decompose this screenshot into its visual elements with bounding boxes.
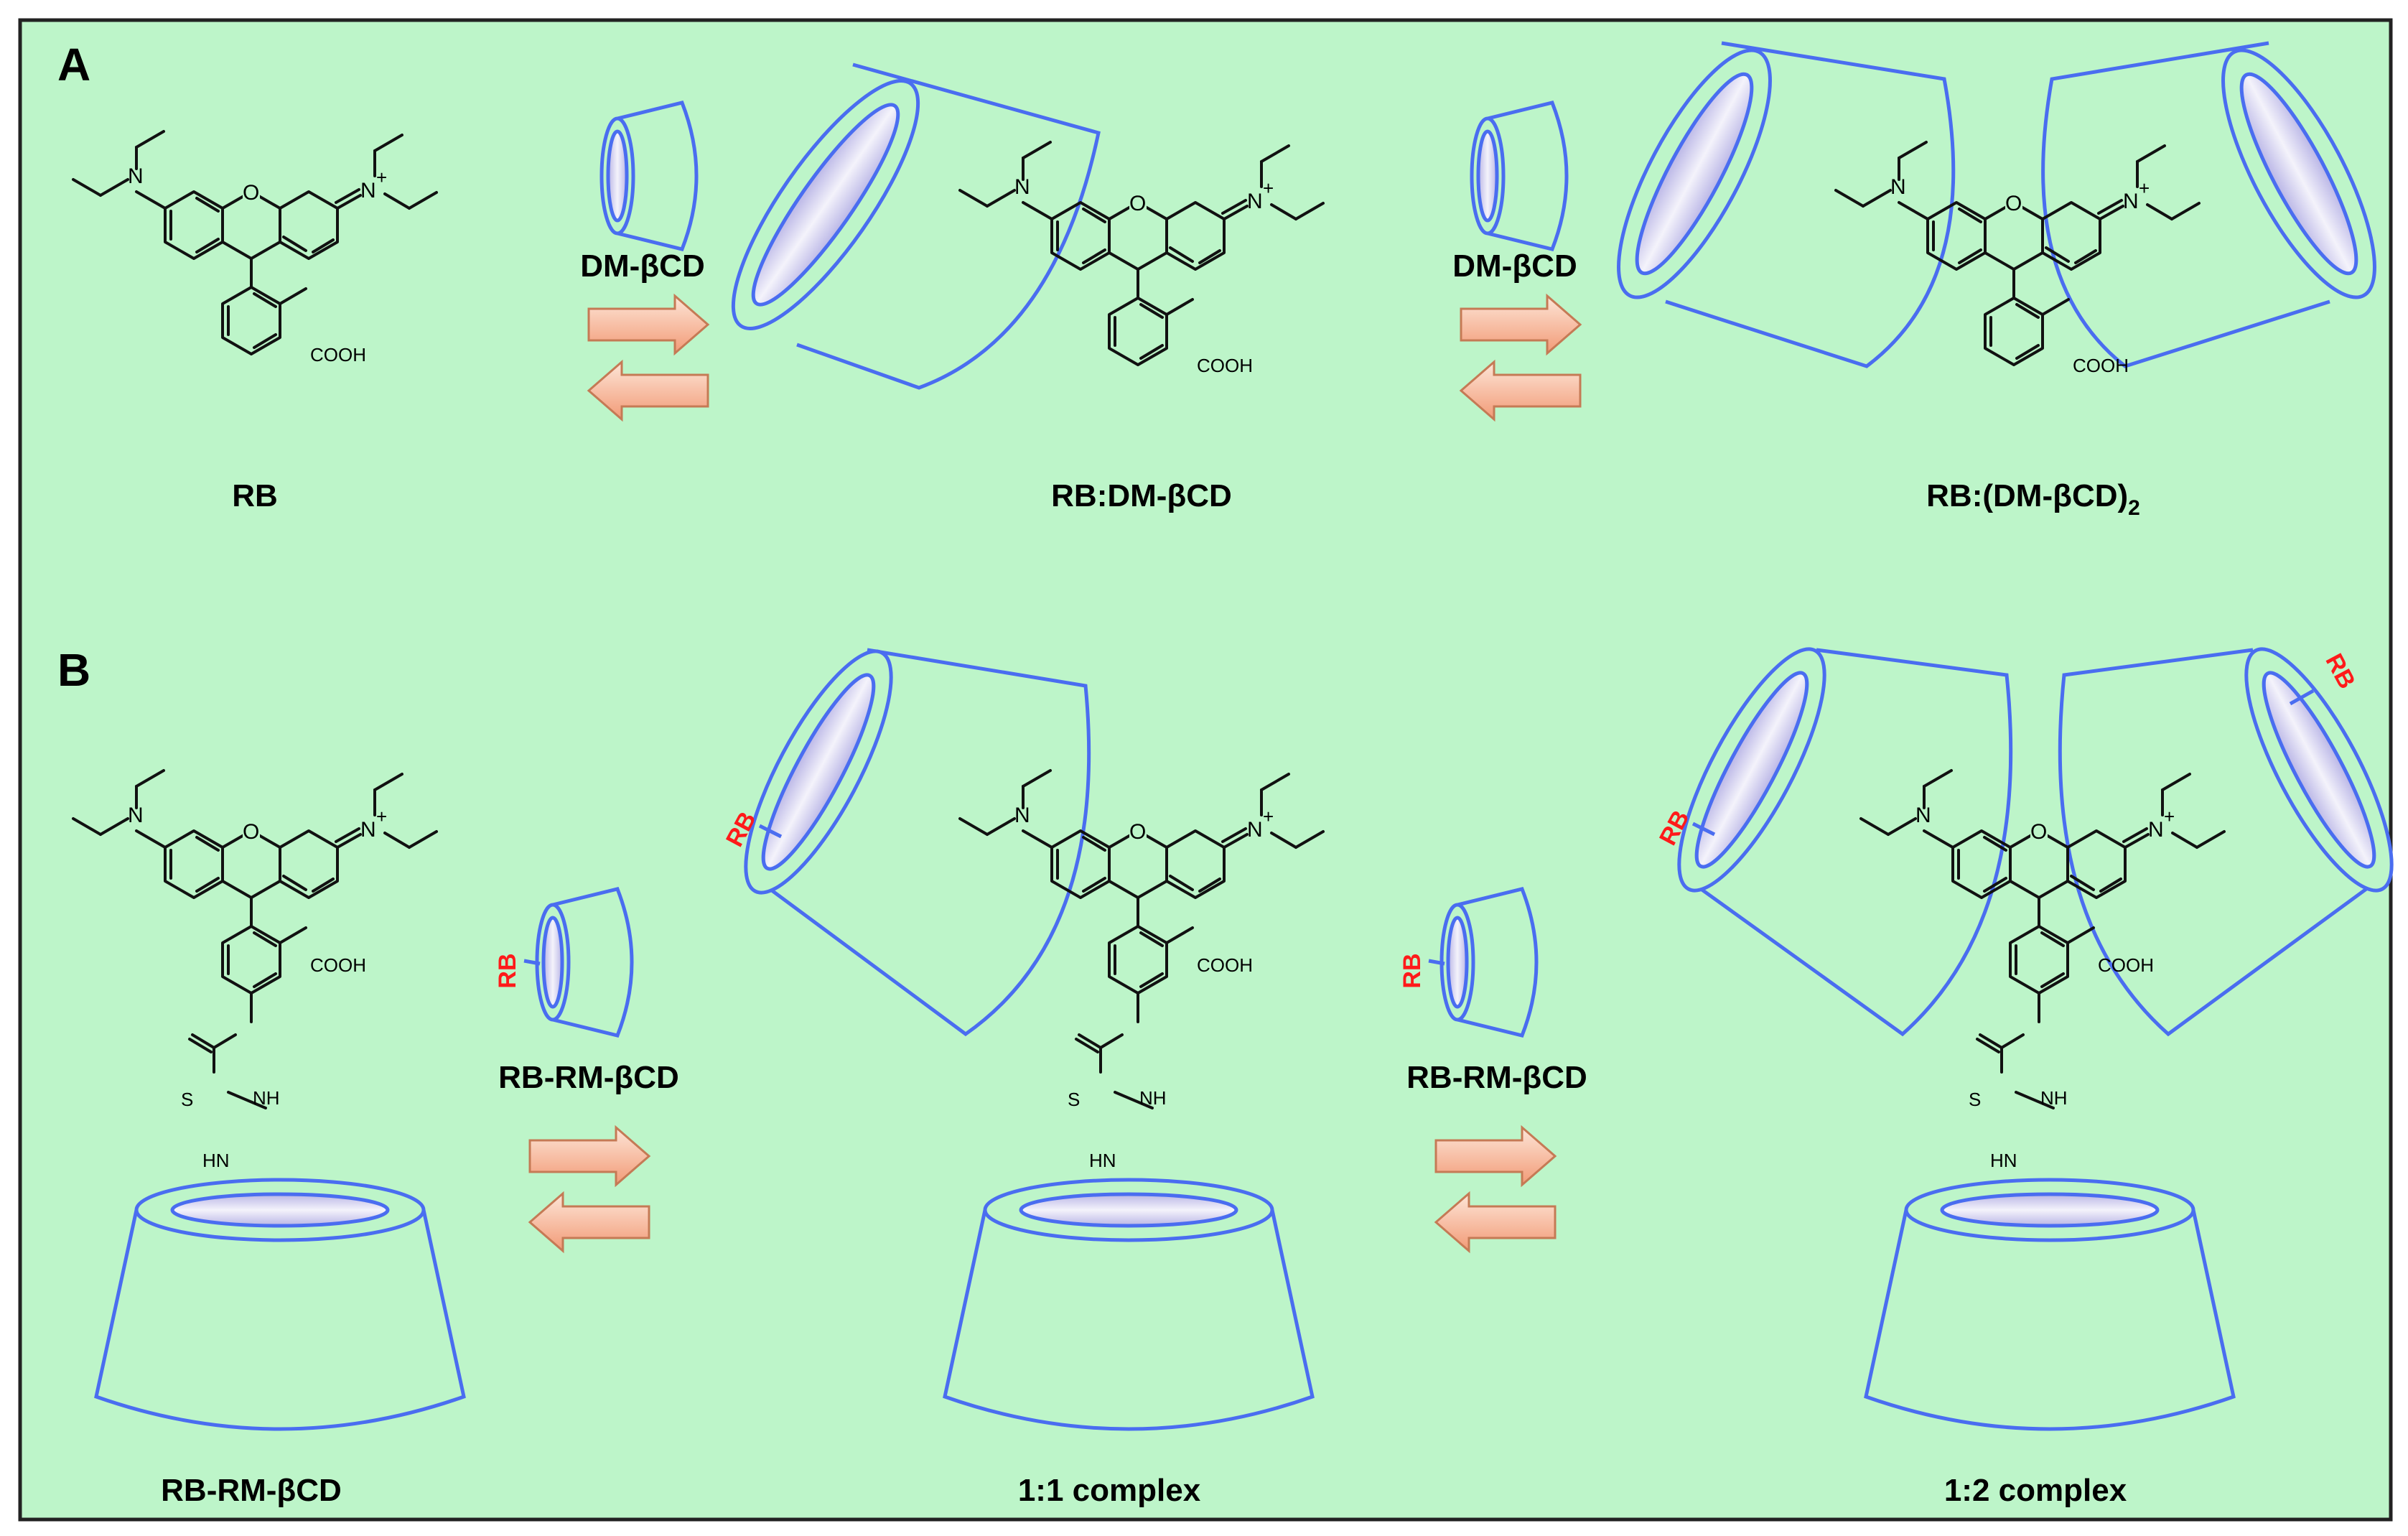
caption-reagent-b2: RB-RM-βCD <box>1406 1060 1587 1095</box>
b1-amine-n: N <box>1014 804 1030 827</box>
b0-s: S <box>181 1089 193 1110</box>
b2-iminium-n: N <box>2148 818 2164 842</box>
cd-cup-complex-b2-left <box>1677 647 2013 1037</box>
b2-hn: HN <box>1990 1150 2017 1171</box>
b1-s: S <box>1068 1089 1080 1110</box>
b2-amine-n: N <box>1915 804 1931 827</box>
caption-rb: RB <box>232 478 278 513</box>
cd-cup-complex-a2-right <box>2041 41 2376 368</box>
b1-nh: NH <box>1139 1087 1167 1109</box>
a1-ring-o: O <box>1129 192 1146 215</box>
b2-nh: NH <box>2040 1087 2068 1109</box>
b1-hn: HN <box>1089 1150 1116 1171</box>
a1-iminium-n: N <box>1247 190 1263 213</box>
rb-amine-n: N <box>128 164 144 188</box>
rb-tag-line-1 <box>523 959 541 966</box>
cd-cup-complex-a1 <box>731 62 1101 390</box>
caption-complex-a1: RB:DM-βCD <box>1051 478 1232 513</box>
rb-tag-reagent-1: RB <box>494 953 521 988</box>
caption-conjugate: RB-RM-βCD <box>161 1473 342 1508</box>
b0-plus: + <box>376 806 387 827</box>
b0-nh: NH <box>253 1087 280 1109</box>
a2-plus: + <box>2139 177 2150 199</box>
a2-iminium-n: N <box>2123 190 2139 213</box>
caption-reagent-a2: DM-βCD <box>1452 248 1577 284</box>
b1-iminium-n: N <box>1247 818 1263 842</box>
b0-cooh: COOH <box>310 954 366 976</box>
a2-cooh: COOH <box>2073 355 2129 376</box>
b0-amine-n: N <box>128 804 144 827</box>
caption-complex-b2: 1:2 complex <box>1944 1473 2127 1508</box>
b1-ring-o: O <box>1129 820 1146 844</box>
rb-plus: + <box>376 167 387 188</box>
a1-plus: + <box>1263 177 1274 199</box>
caption-reagent-b1: RB-RM-βCD <box>498 1060 679 1095</box>
cd-cup-complex-b1 <box>744 648 1091 1037</box>
rb-tag-reagent-2: RB <box>1399 953 1426 988</box>
b2-ring-o: O <box>2030 820 2047 844</box>
rb-iminium-n: N <box>360 179 376 203</box>
panel-letter-a: A <box>57 39 90 90</box>
b1-cooh: COOH <box>1197 954 1253 976</box>
a2-amine-n: N <box>1890 175 1906 199</box>
b0-iminium-n: N <box>360 818 376 842</box>
rb-ring-o: O <box>243 181 259 205</box>
rb-cooh: COOH <box>310 344 366 366</box>
b1-plus: + <box>1263 806 1274 827</box>
caption-reagent-a1: DM-βCD <box>580 248 705 284</box>
b2-plus: + <box>2164 806 2175 827</box>
a2-ring-o: O <box>2005 192 2022 215</box>
a1-amine-n: N <box>1014 175 1030 199</box>
caption-complex-a2: RB:(DM-βCD)2 <box>1926 478 2140 520</box>
b0-hn: HN <box>202 1150 230 1171</box>
b2-cooh: COOH <box>2098 954 2154 976</box>
b2-s: S <box>1969 1089 1981 1110</box>
panel-background <box>18 18 2393 1522</box>
b0-ring-o: O <box>243 820 259 844</box>
cd-cup-complex-b2-right <box>2058 647 2394 1037</box>
caption-complex-a2-main: RB:(DM-βCD) <box>1926 478 2128 513</box>
caption-complex-a2-sub: 2 <box>2128 496 2140 520</box>
cd-cup-complex-a2-left <box>1617 41 1956 368</box>
panel-letter-b: B <box>57 644 90 696</box>
a1-cooh: COOH <box>1197 355 1253 376</box>
caption-complex-b1: 1:1 complex <box>1018 1473 1201 1508</box>
rb-tag-line-2 <box>1428 959 1445 966</box>
